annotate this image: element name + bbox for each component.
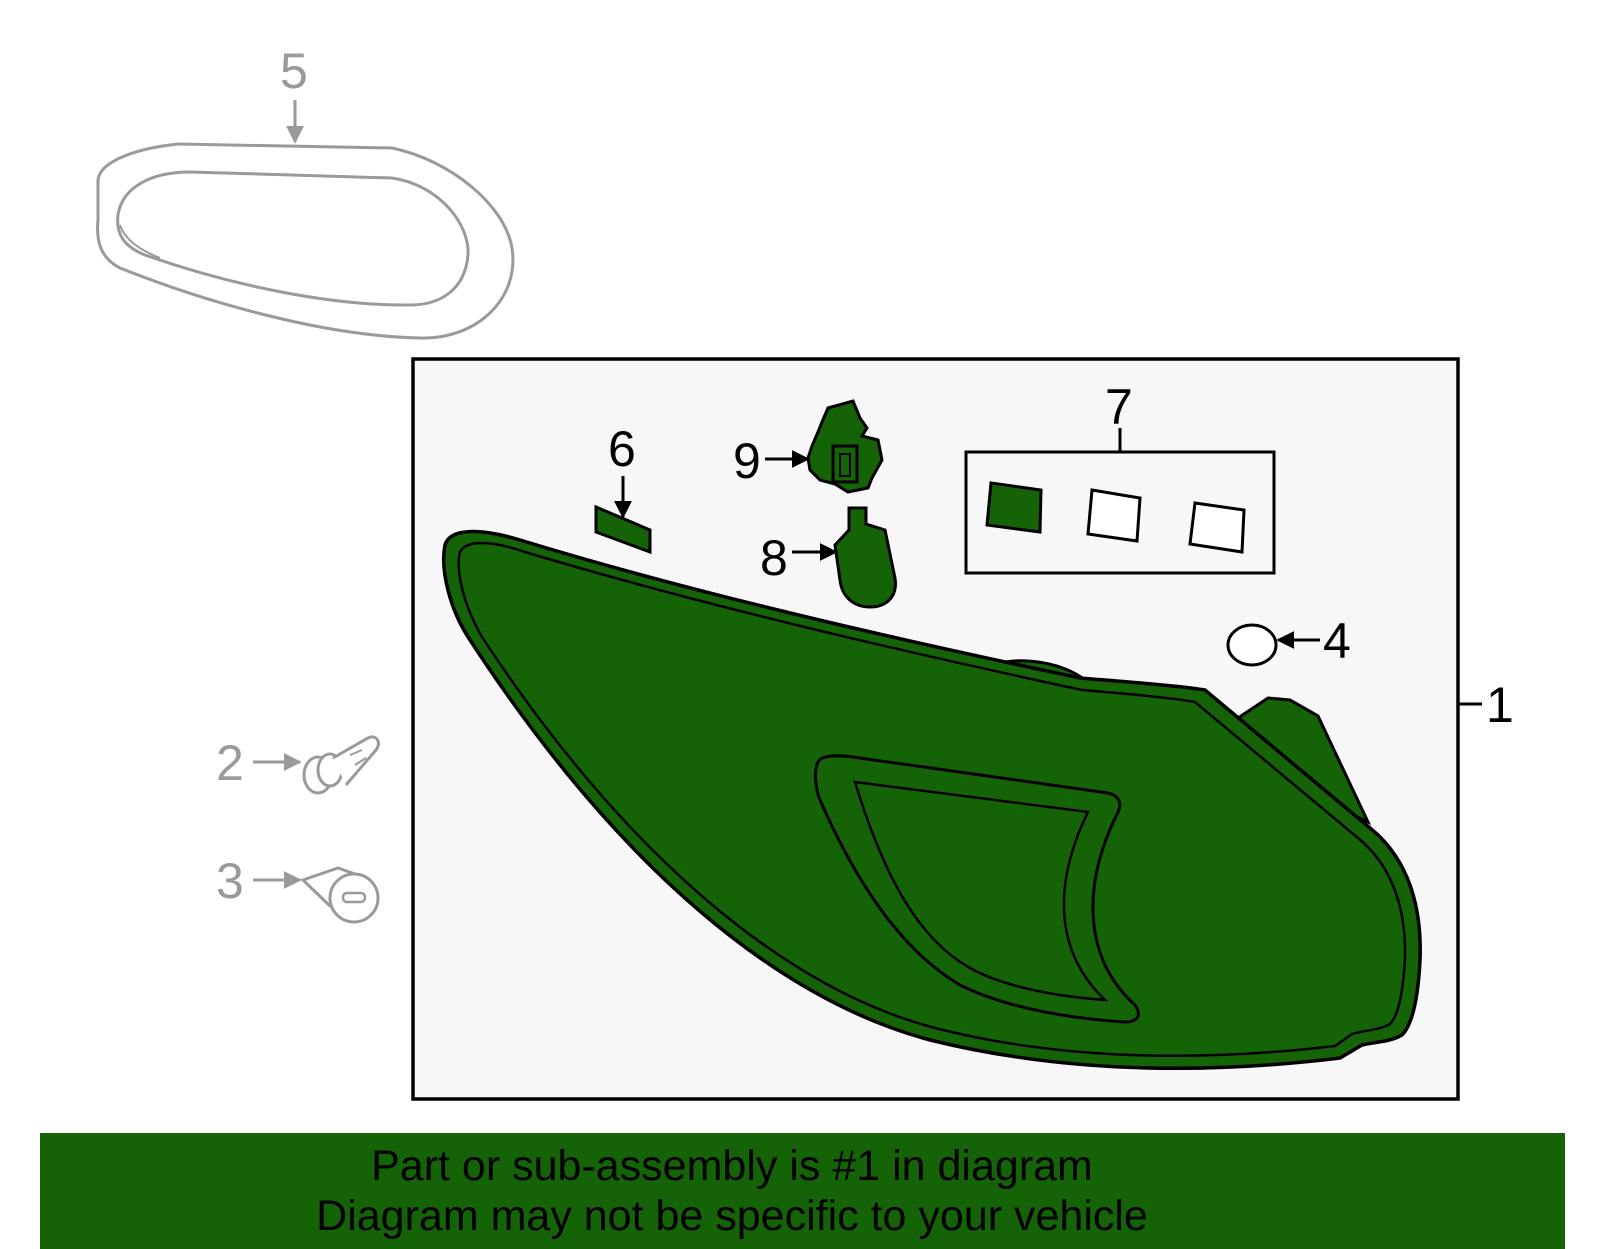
info-banner: Part or sub-assembly is #1 in diagram Di… (40, 1133, 1565, 1249)
callout-2[interactable]: 2 (216, 735, 244, 791)
callout-3[interactable]: 3 (216, 853, 244, 909)
part-3-nut[interactable] (300, 866, 380, 924)
part-5-gasket[interactable] (96, 142, 515, 340)
part-9-socket[interactable] (806, 399, 884, 494)
banner-line-disclaimer: Diagram may not be specific to your vehi… (316, 1192, 1148, 1240)
banner-line-part-info: Part or sub-assembly is #1 in diagram (371, 1142, 1093, 1190)
callout-4[interactable]: 4 (1323, 613, 1351, 669)
part-6-tab[interactable] (594, 504, 652, 555)
callout-8[interactable]: 8 (760, 530, 788, 586)
part-2-push-clip[interactable] (302, 735, 380, 795)
callout-1[interactable]: 1 (1486, 677, 1514, 733)
part-7-pads-kit[interactable] (964, 450, 1276, 575)
callout-5[interactable]: 5 (280, 43, 308, 99)
callout-6[interactable]: 6 (608, 421, 636, 477)
part-4-grommet[interactable] (1226, 623, 1278, 667)
part-1-tail-lamp-assembly[interactable] (441, 529, 1422, 1070)
part-8-bulb[interactable] (833, 506, 897, 609)
callout-7[interactable]: 7 (1105, 379, 1133, 435)
callout-9[interactable]: 9 (733, 433, 761, 489)
